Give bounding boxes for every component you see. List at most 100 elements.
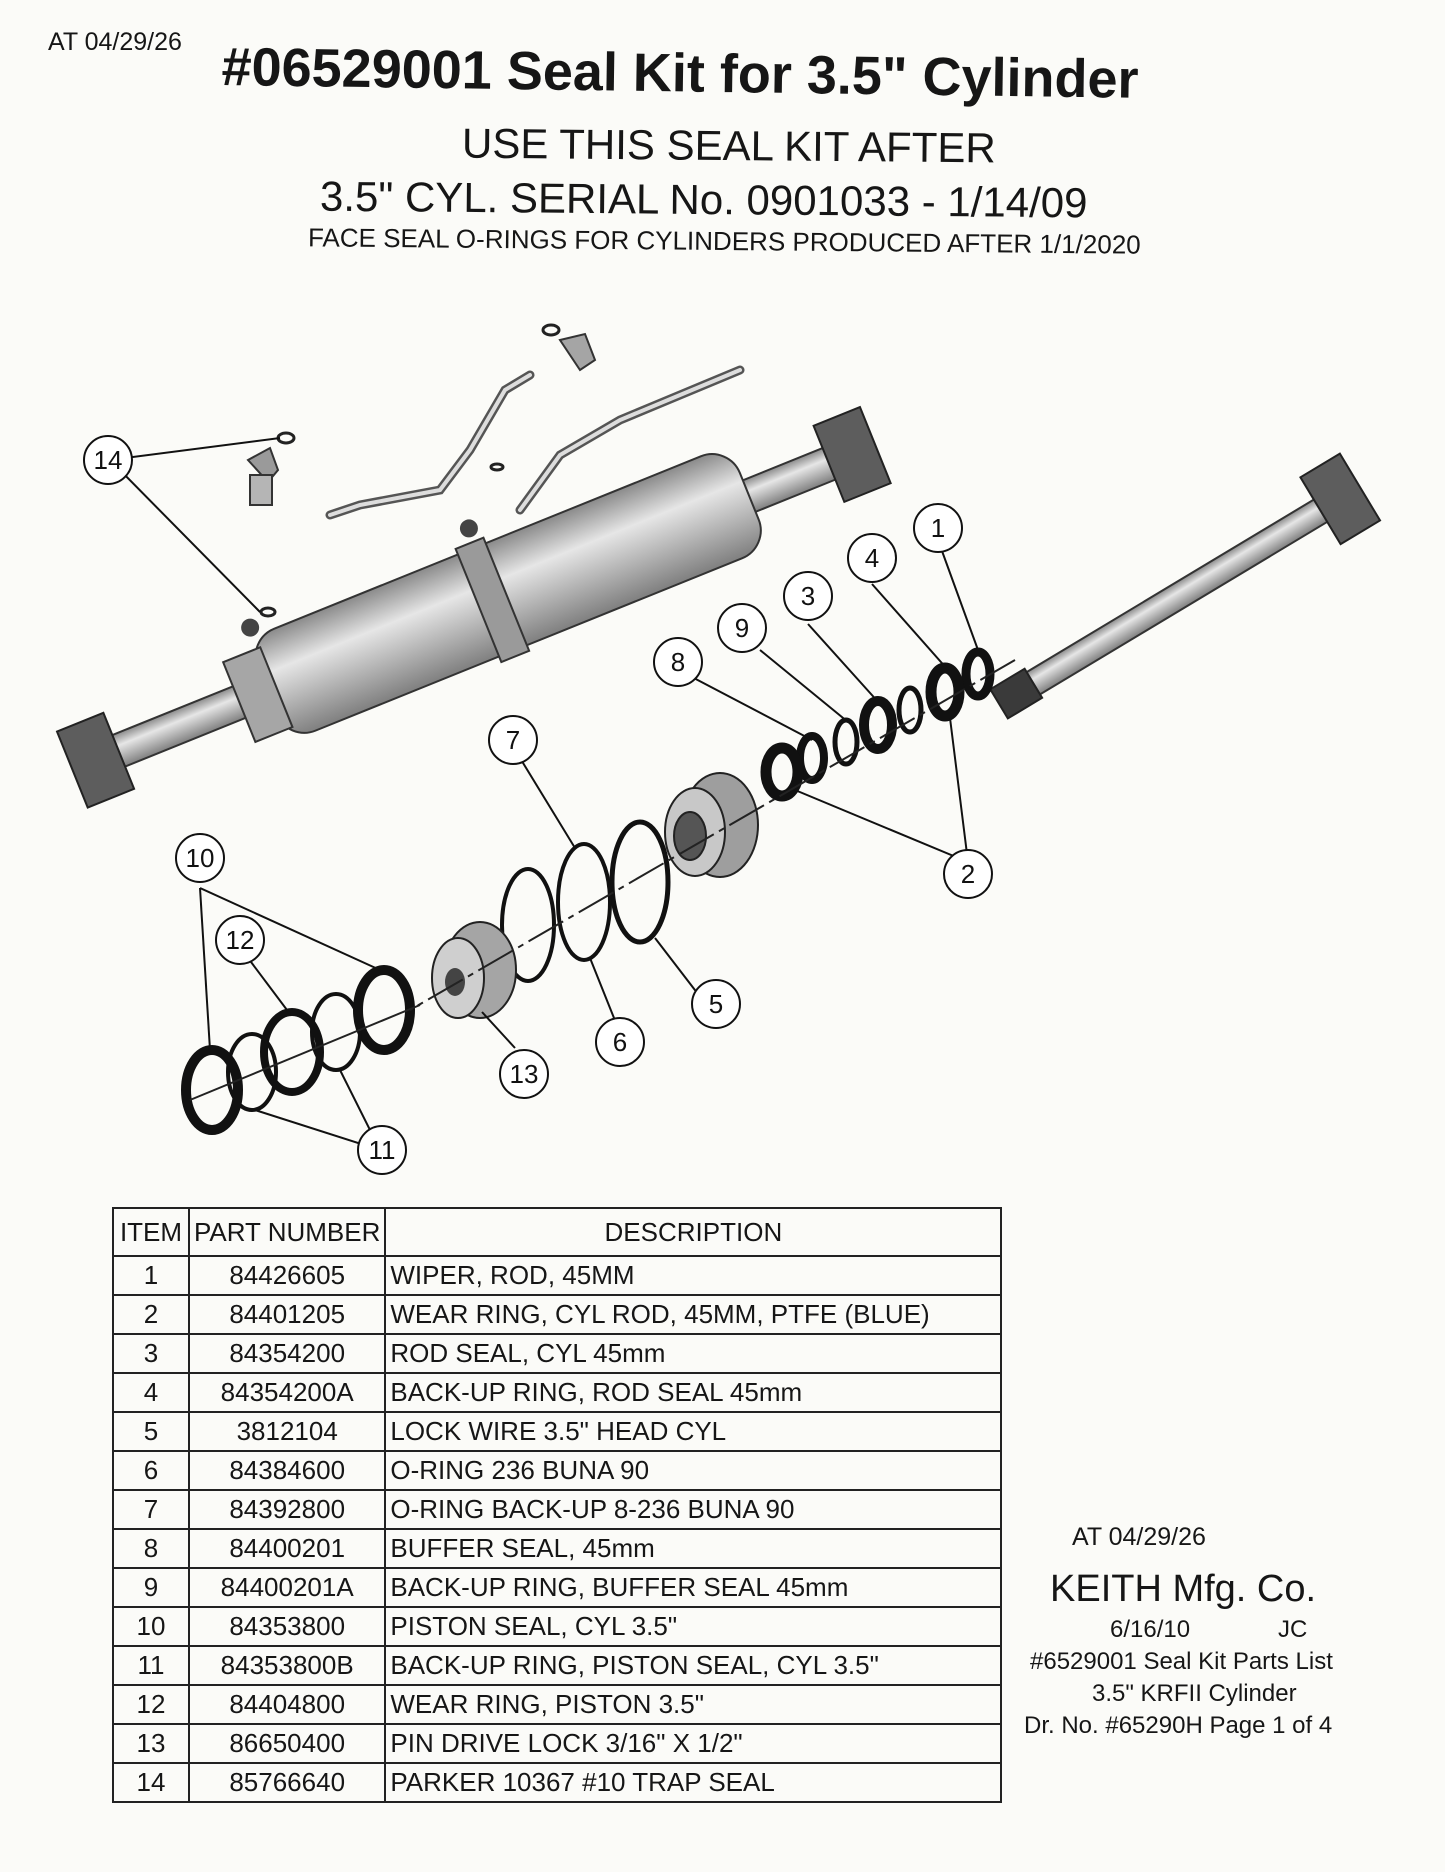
cell-description: ROD SEAL, CYL 45mm (384, 1333, 1003, 1374)
cell-part-number: 3812104 (187, 1411, 387, 1452)
elbow-fittings (246, 323, 597, 618)
cell-description: O-RING BACK-UP 8-236 BUNA 90 (384, 1489, 1003, 1530)
callout-4: 4 (847, 533, 897, 583)
cell-part-number: 84354200A (187, 1372, 387, 1413)
cell-part-number: 84426605 (187, 1255, 387, 1296)
subtitle-face-seal-note: FACE SEAL O-RINGS FOR CYLINDERS PRODUCED… (307, 222, 1141, 260)
cell-part-number: 85766640 (187, 1762, 387, 1803)
svg-text:13: 13 (510, 1059, 539, 1089)
cell-item: 11 (112, 1645, 190, 1686)
svg-text:9: 9 (735, 613, 749, 643)
svg-text:7: 7 (506, 725, 520, 755)
cell-description: BACK-UP RING, PISTON SEAL, CYL 3.5" (384, 1645, 1003, 1686)
cylinder-assembly (55, 405, 892, 809)
cell-item: 14 (112, 1762, 190, 1803)
cell-item: 6 (112, 1450, 190, 1491)
callout-10: 10 (175, 833, 225, 883)
cell-description: WIPER, ROD, 45MM (384, 1255, 1003, 1296)
cell-item: 1 (112, 1255, 190, 1296)
cell-part-number: 84401205 (187, 1294, 387, 1335)
cell-description: WEAR RING, PISTON 3.5" (384, 1684, 1003, 1725)
cell-item: 4 (112, 1372, 190, 1413)
callout-13: 13 (499, 1049, 549, 1099)
cell-item: 8 (112, 1528, 190, 1569)
callout-11: 11 (357, 1125, 407, 1175)
cell-item: 5 (112, 1411, 190, 1452)
title-block-cylinder: 3.5" KRFII Cylinder (1092, 1680, 1297, 1707)
svg-text:10: 10 (186, 843, 215, 873)
svg-text:4: 4 (865, 543, 879, 573)
svg-text:14: 14 (94, 445, 123, 475)
title-block-kit-name: #6529001 Seal Kit Parts List (1030, 1648, 1333, 1675)
cell-item: 10 (112, 1606, 190, 1647)
cell-part-number: 84404800 (187, 1684, 387, 1725)
callout-1: 1 (913, 503, 963, 553)
svg-text:8: 8 (671, 647, 685, 677)
cell-description: PISTON SEAL, CYL 3.5" (384, 1606, 1003, 1647)
callout-6: 6 (595, 1017, 645, 1067)
callout-7: 7 (488, 715, 538, 765)
head-o-rings (500, 819, 671, 983)
header-item: ITEM (112, 1207, 190, 1257)
cell-item: 12 (112, 1684, 190, 1725)
callout-12: 12 (215, 915, 265, 965)
cell-description: PARKER 10367 #10 TRAP SEAL (384, 1762, 1003, 1803)
piston (431, 921, 517, 1019)
header-description: DESCRIPTION (384, 1207, 1003, 1257)
cell-description: O-RING 236 BUNA 90 (384, 1450, 1003, 1491)
cell-description: BACK-UP RING, ROD SEAL 45mm (384, 1372, 1003, 1413)
cell-item: 9 (112, 1567, 190, 1608)
svg-text:2: 2 (961, 859, 975, 889)
cell-part-number: 84400201A (187, 1567, 387, 1608)
parts-table-header: ITEM PART NUMBER DESCRIPTION (112, 1207, 1003, 1257)
cell-part-number: 84392800 (187, 1489, 387, 1530)
company-name: KEITH Mfg. Co. (1050, 1568, 1317, 1610)
svg-text:6: 6 (613, 1027, 627, 1057)
svg-text:3: 3 (801, 581, 815, 611)
svg-text:11: 11 (369, 1135, 396, 1165)
cell-description: LOCK WIRE 3.5" HEAD CYL (384, 1411, 1003, 1452)
date-stamp: AT 04/29/26 (48, 28, 182, 56)
gland-head (664, 772, 759, 878)
svg-text:1: 1 (931, 513, 945, 543)
callout-9: 9 (717, 603, 767, 653)
cell-description: WEAR RING, CYL ROD, 45MM, PTFE (BLUE) (384, 1294, 1003, 1335)
exploded-cylinder-diagram: 1 2 3 4 5 6 7 8 9 10 11 12 13 14 (55, 323, 1382, 1175)
drafter-initials: JC (1278, 1616, 1308, 1643)
cell-item: 3 (112, 1333, 190, 1374)
page-title: #06529001 Seal Kit for 3.5" Cylinder (221, 36, 1139, 110)
callout-leaders (109, 437, 979, 1151)
callout-3: 3 (783, 571, 833, 621)
piston-seal-stack (181, 965, 415, 1135)
cell-item: 7 (112, 1489, 190, 1530)
cell-description: PIN DRIVE LOCK 3/16" X 1/2" (384, 1723, 1003, 1764)
cell-description: BACK-UP RING, BUFFER SEAL 45mm (384, 1567, 1003, 1608)
svg-text:5: 5 (709, 989, 723, 1019)
cell-part-number: 84354200 (187, 1333, 387, 1374)
title-block-stamp: AT 04/29/26 (1072, 1523, 1206, 1551)
cell-part-number: 84353800B (187, 1645, 387, 1686)
drawing-date: 6/16/10 (1110, 1616, 1191, 1643)
callout-14: 14 (83, 435, 133, 485)
cell-description: BUFFER SEAL, 45mm (384, 1528, 1003, 1569)
piston-rod (988, 452, 1382, 720)
callout-bubbles: 1 2 3 4 5 6 7 8 9 10 11 12 13 14 (83, 435, 993, 1175)
cell-part-number: 84400201 (187, 1528, 387, 1569)
callout-5: 5 (691, 979, 741, 1029)
callout-8: 8 (653, 637, 703, 687)
subtitle-usage: USE THIS SEAL KIT AFTER (461, 119, 996, 172)
cell-part-number: 84384600 (187, 1450, 387, 1491)
